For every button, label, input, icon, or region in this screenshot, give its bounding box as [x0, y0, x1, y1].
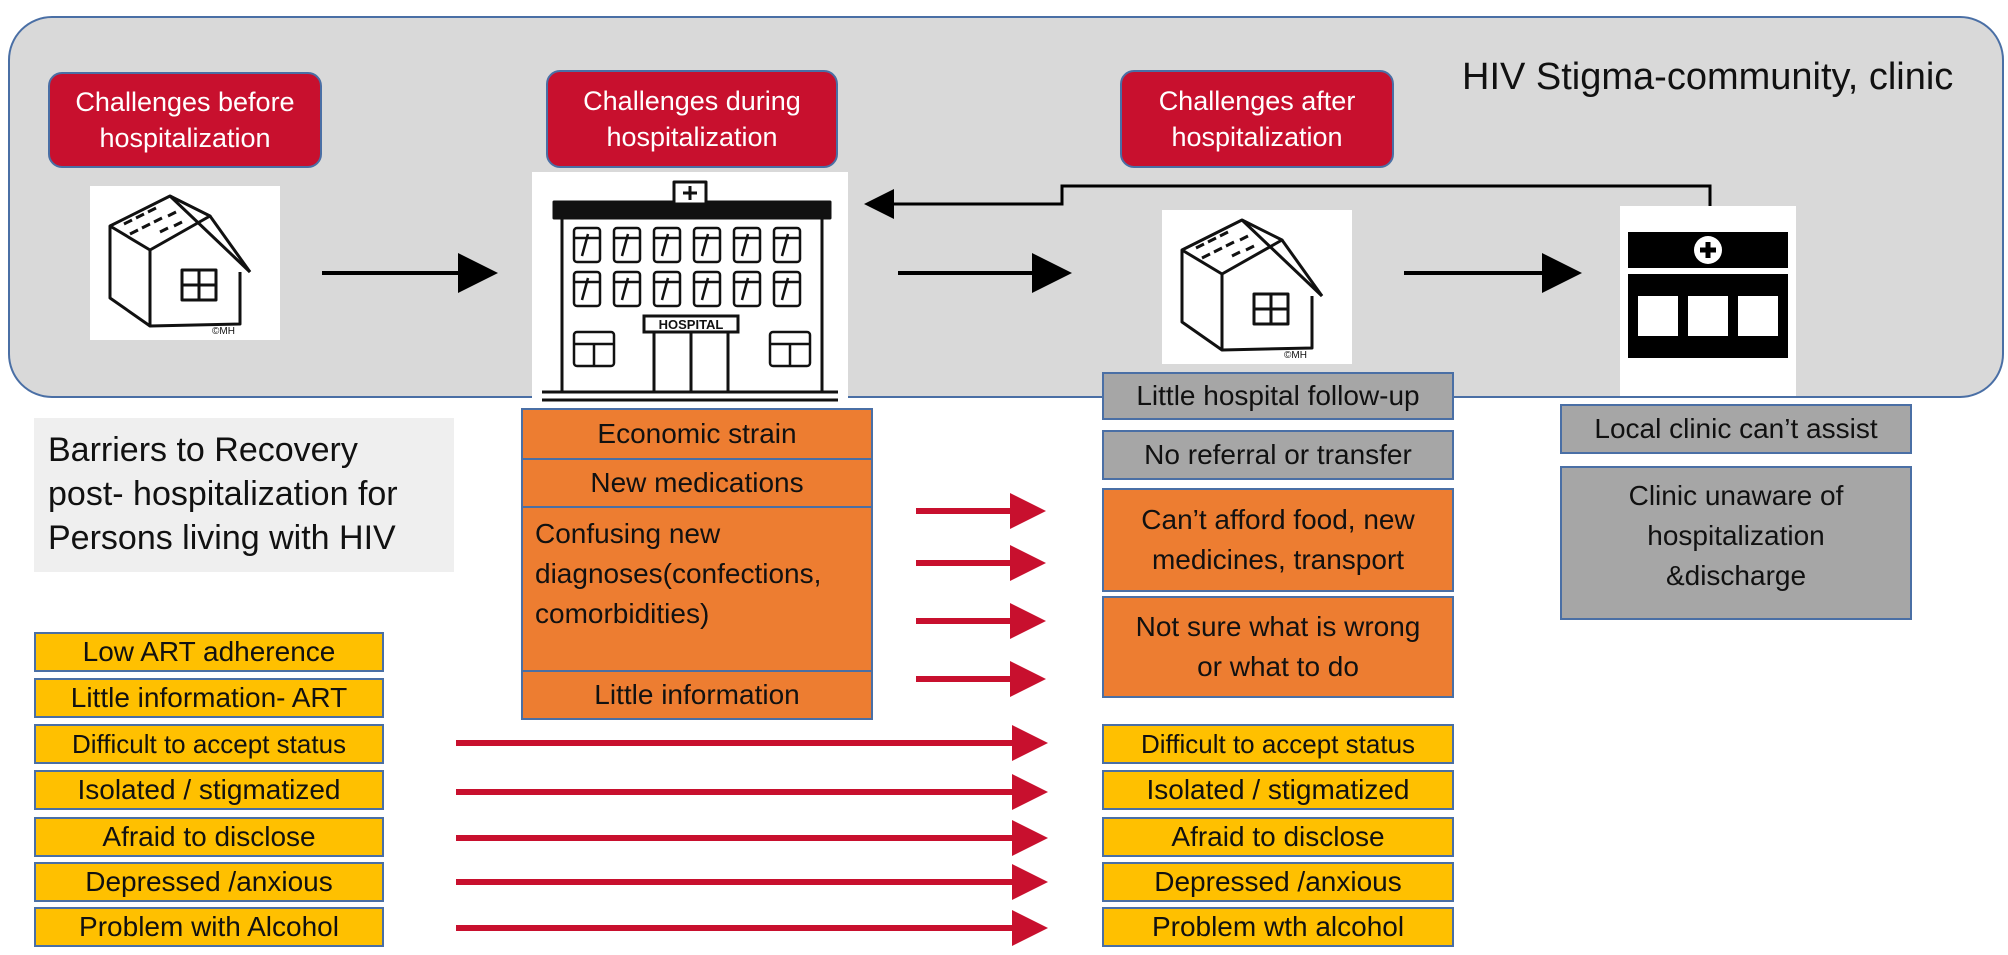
pre-barrier-item: Isolated / stigmatized	[34, 770, 384, 810]
house-icon: ©MH	[90, 186, 280, 340]
hospital-window	[612, 226, 642, 264]
pre-barrier-item: Depressed /anxious	[34, 862, 384, 902]
hospital-window	[572, 226, 602, 264]
hospital-window	[732, 270, 762, 308]
pre-barrier-item: Low ART adherence	[34, 632, 384, 672]
hospital-window	[692, 270, 722, 308]
hospital-sign: HOSPITAL	[659, 317, 724, 332]
new-medications-box: New medications	[521, 458, 873, 508]
post-barrier-item: Depressed /anxious	[1102, 862, 1454, 902]
hospital-window	[772, 226, 802, 264]
confusing-diagnoses-box: Confusing new diagnoses(confections, com…	[521, 506, 873, 672]
banner-title: HIV Stigma-community, clinic	[1462, 56, 1954, 98]
pre-barrier-item: Little information- ART	[34, 678, 384, 718]
hospital-window	[732, 226, 762, 264]
barriers-title: Barriers to Recovery post- hospitalizati…	[34, 418, 454, 572]
clinic-icon	[1620, 206, 1796, 396]
house-icon: ©MH	[1162, 210, 1352, 364]
phase-after-label: Challenges after hospitalization	[1120, 70, 1394, 168]
hospital-window	[692, 226, 722, 264]
pre-barrier-item: Afraid to disclose	[34, 817, 384, 857]
cant-afford-box: Can’t afford food, new medicines, transp…	[1102, 488, 1454, 592]
post-barrier-item: Isolated / stigmatized	[1102, 770, 1454, 810]
post-barrier-item: Problem wth alcohol	[1102, 907, 1454, 947]
phase-before-label: Challenges before hospitalization	[48, 72, 322, 168]
feedback-arrow	[864, 184, 1712, 219]
economic-strain-box: Economic strain	[521, 408, 873, 460]
hospital-window	[612, 270, 642, 308]
hospital-window	[652, 270, 682, 308]
hospital-window	[772, 270, 802, 308]
post-barrier-item: Afraid to disclose	[1102, 817, 1454, 857]
clinic-cant-assist-box: Local clinic can’t assist	[1560, 404, 1912, 454]
pre-barrier-item: Problem with Alcohol	[34, 907, 384, 947]
referral-box: No referral or transfer	[1102, 430, 1454, 480]
post-barrier-item: Difficult to accept status	[1102, 724, 1454, 764]
not-sure-box: Not sure what is wrong or what to do	[1102, 596, 1454, 698]
hospital-followup-box: Little hospital follow-up	[1102, 372, 1454, 420]
hospital-icon: HOSPITAL	[532, 172, 848, 408]
svg-text:©MH: ©MH	[212, 326, 235, 337]
svg-text:©MH: ©MH	[1284, 350, 1307, 361]
pre-barrier-item: Difficult to accept status	[34, 724, 384, 764]
hospital-window	[652, 226, 682, 264]
clinic-unaware-box: Clinic unaware of hospitalization &disch…	[1560, 466, 1912, 620]
hospital-window	[572, 270, 602, 308]
phase-during-label: Challenges during hospitalization	[546, 70, 838, 168]
little-information-box: Little information	[521, 670, 873, 720]
